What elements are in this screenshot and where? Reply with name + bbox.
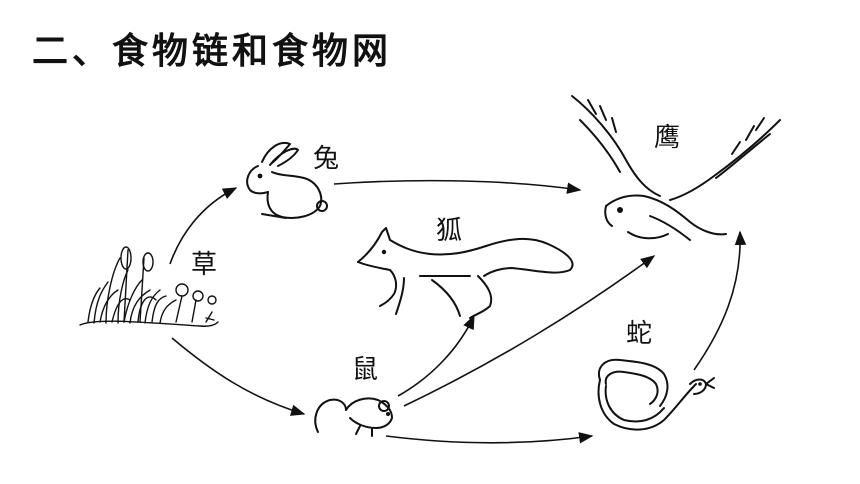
fox-illustration xyxy=(357,227,574,319)
arrow-mouse-to-hawk xyxy=(403,255,656,407)
arrow-mouse-to-fox xyxy=(397,314,475,397)
arrow-grass-to-rabbit xyxy=(169,187,238,265)
mouse-label: 鼠 xyxy=(352,355,378,385)
page-title: 二、食物链和食物网 xyxy=(32,31,393,72)
hawk-illustration xyxy=(571,95,781,241)
rabbit-illustration xyxy=(246,142,328,219)
grass-label: 草 xyxy=(191,250,217,280)
arrow-grass-to-mouse xyxy=(171,337,306,416)
arrow-rabbit-to-hawk xyxy=(333,179,582,194)
snake-illustration xyxy=(597,358,715,431)
grass-illustration xyxy=(79,246,219,327)
arrow-mouse-to-snake xyxy=(385,432,594,444)
mouse-illustration xyxy=(314,397,393,437)
rabbit-label: 兔 xyxy=(313,144,339,174)
arrow-snake-to-hawk xyxy=(693,230,747,371)
hawk-label: 鹰 xyxy=(654,123,680,153)
fox-label: 狐 xyxy=(436,216,462,246)
snake-label: 蛇 xyxy=(626,319,652,349)
